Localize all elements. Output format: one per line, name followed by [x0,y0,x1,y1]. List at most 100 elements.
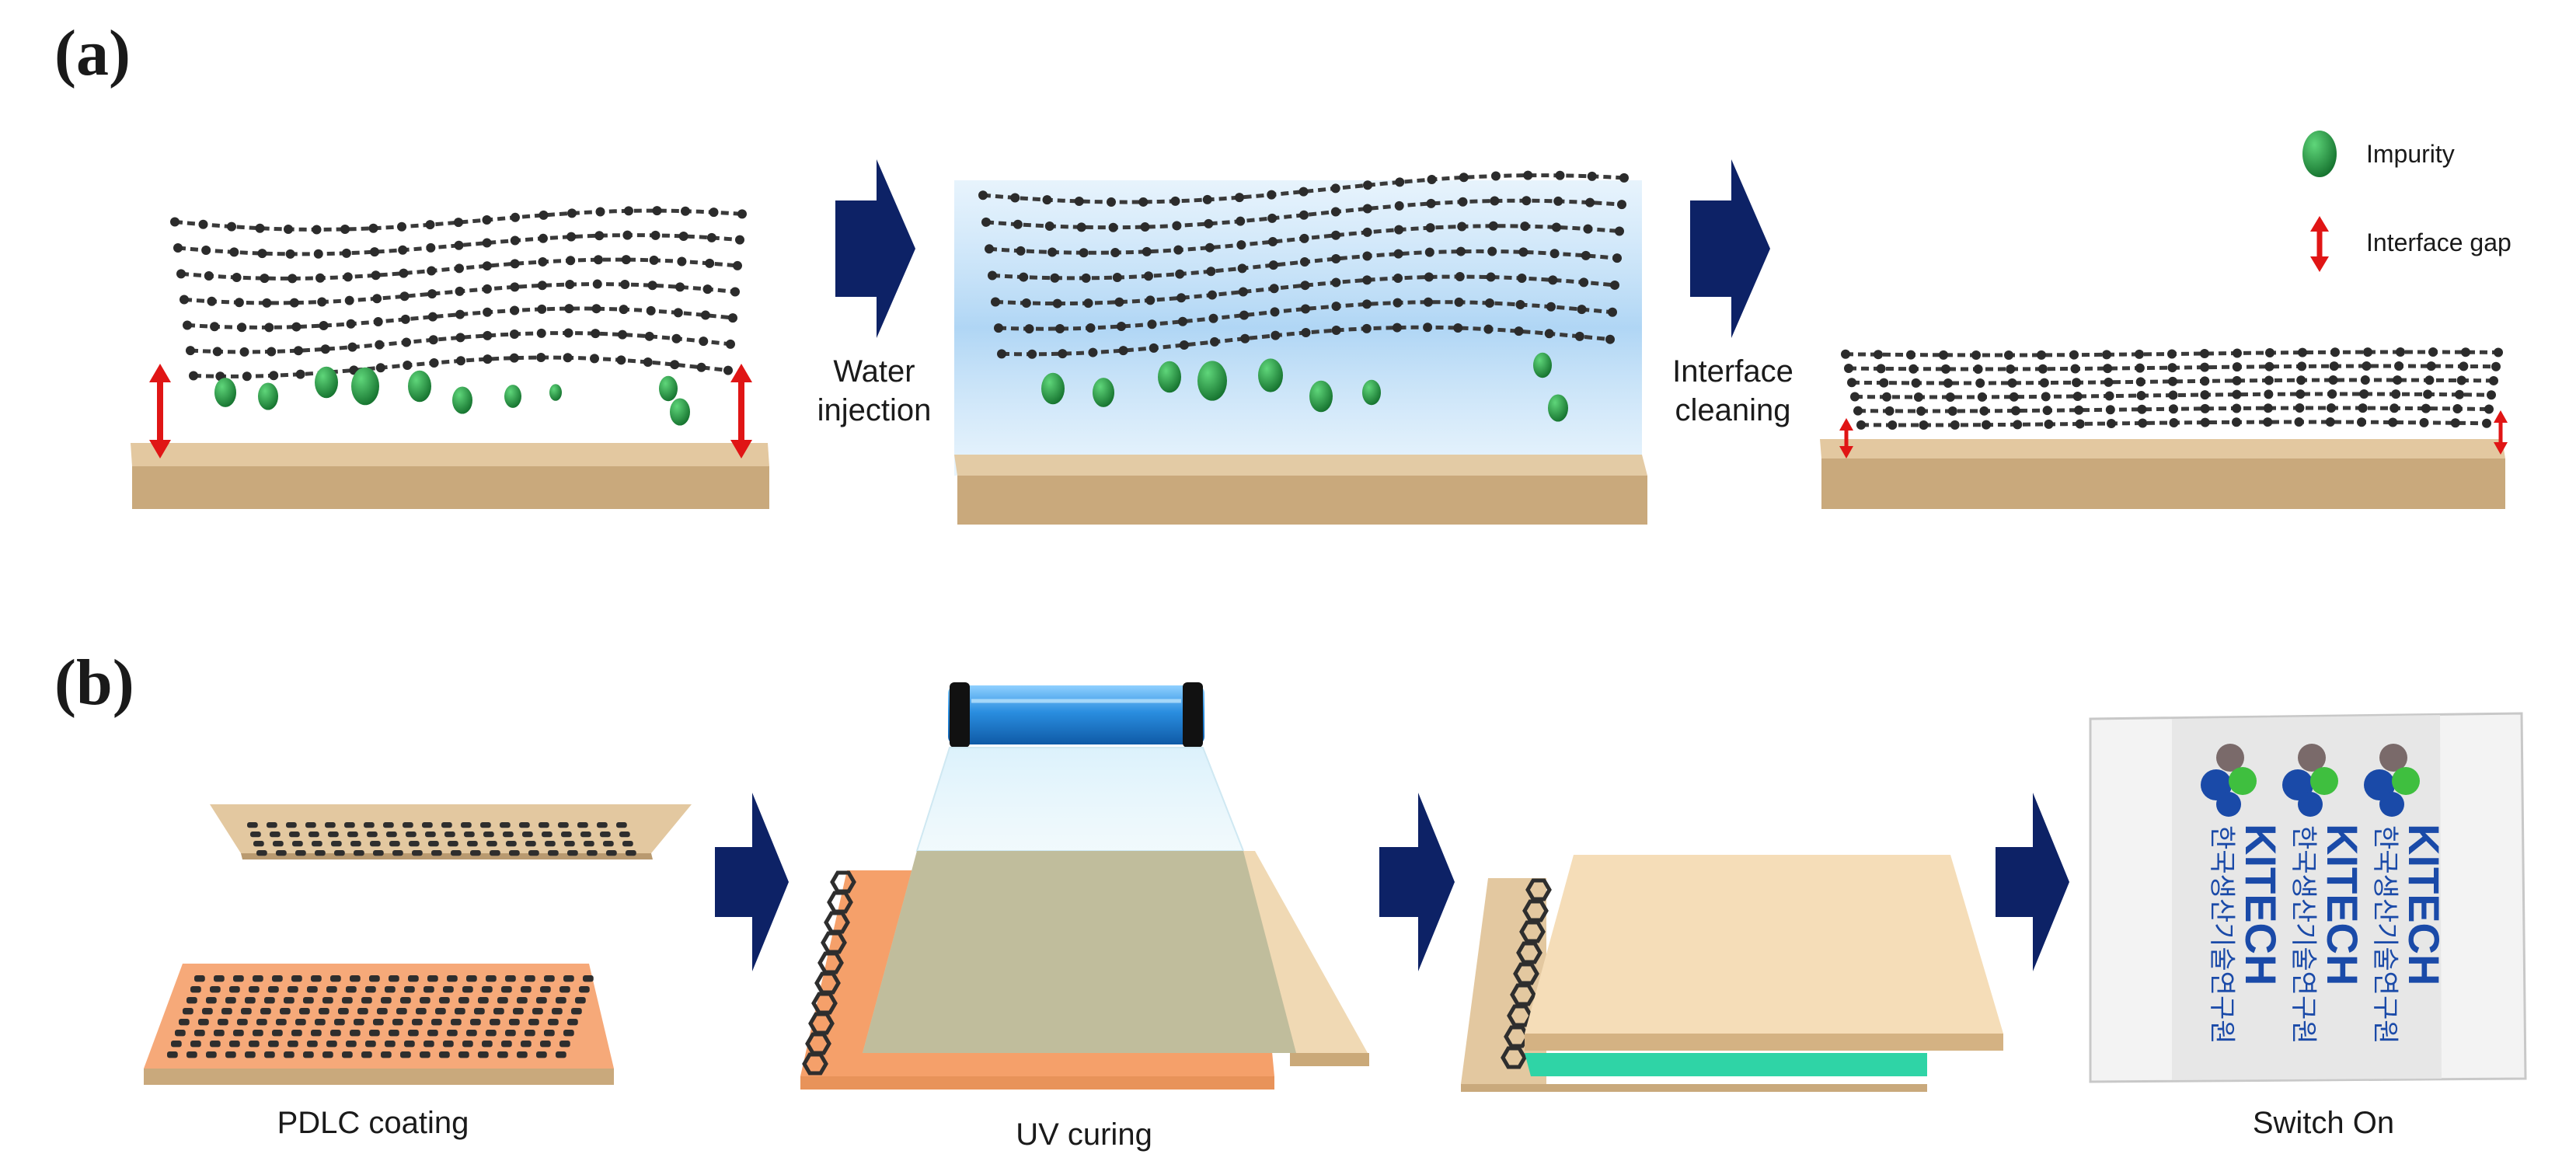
nanostructure [350,975,361,982]
carbon-atom [2487,390,2496,400]
carbon-atom [652,206,662,216]
carbon-atom [427,289,437,299]
nanostructure [597,822,608,828]
top-film-edge [1290,1053,1369,1066]
nanostructure [431,1019,442,1026]
carbon-atom [1076,222,1086,232]
interface-gap-arrow-right [2494,410,2508,455]
nanostructure [545,841,556,847]
carbon-atom [1299,210,1309,220]
carbon-atom [1236,216,1246,226]
nanostructure [600,832,611,838]
carbon-atom [483,307,493,317]
carbon-atom [539,210,549,220]
nanostructure [190,1041,201,1048]
nanostructure [470,1019,481,1026]
carbon-atom [1424,272,1434,282]
nanostructure [539,822,549,828]
nanostructure [470,850,481,856]
nanostructure [513,1008,524,1015]
carbon-atom [1300,256,1309,267]
carbon-atom [2263,403,2273,413]
nanostructure [280,1008,291,1015]
nanostructure [458,997,469,1004]
nanostructure [270,832,281,838]
carbon-atom [269,371,279,381]
step-label-switch-on: Switch On [2252,1106,2395,1140]
logo-dot-top [2379,744,2407,772]
carbon-atom [1546,302,1556,312]
carbon-atom [621,255,631,265]
carbon-atom [1579,277,1589,288]
carbon-atom [344,295,354,305]
nanostructure [308,832,319,838]
carbon-atom [1204,242,1215,253]
carbon-atom [1982,420,1991,430]
substrate-edge [1461,1084,1927,1092]
carbon-atom [1019,272,1029,282]
carbon-atom [510,235,520,246]
carbon-atom [212,347,222,357]
nanostructure [291,1030,302,1037]
nanostructure [443,1041,454,1048]
carbon-atom [1491,171,1501,181]
substrate-top [954,455,1647,476]
nanostructure [229,1041,240,1048]
nanostructure [482,1041,493,1048]
carbon-atom [456,356,465,366]
carbon-atom [483,330,493,340]
carbon-atom [2168,376,2177,386]
carbon-atom [1483,324,1494,334]
carbon-atom [1179,340,1189,350]
carbon-atom [1544,329,1554,339]
nanostructure [295,1019,306,1026]
panel-a-label: (a) [54,17,131,89]
carbon-atom [1426,198,1436,208]
carbon-atom [229,247,239,257]
carbon-atom [1269,284,1279,294]
carbon-atom [1331,254,1341,264]
carbon-atom [1210,336,1220,347]
carbon-atom [237,323,247,333]
carbon-atom [1395,177,1405,187]
carbon-atom [650,230,661,240]
carbon-atom [319,321,329,331]
nanostructure [462,1041,473,1048]
nanostructure [517,997,528,1004]
carbon-atom [1551,222,1561,232]
carbon-atom [403,361,413,371]
carbon-atom [1610,280,1619,290]
carbon-atom [176,269,186,279]
carbon-atom [1330,183,1340,194]
carbon-atom [1515,299,1525,309]
logo-dot-right [2310,767,2338,795]
nanostructure [288,986,298,993]
carbon-atom [455,286,465,296]
logo-dot-right [2392,767,2420,795]
nanostructure [311,1030,322,1037]
carbon-atom [702,284,713,295]
nanostructure [466,975,477,982]
carbon-atom [696,362,706,372]
carbon-atom [2489,375,2498,385]
nanostructure-edge [1501,878,1552,1069]
bottom-film-edge [144,1069,614,1085]
nanostructure [408,1030,419,1037]
nanostructure [521,1041,532,1048]
carbon-atom [1453,323,1463,333]
impurity [1197,361,1227,401]
carbon-atom [1206,267,1216,277]
nanostructure [357,1008,368,1015]
process-arrow-1 [835,159,915,338]
nanostructure [396,1008,407,1015]
carbon-atom [1016,246,1026,256]
carbon-atom [1587,171,1597,181]
logo-name: KITECH [2236,824,2285,985]
carbon-atom [2104,391,2114,401]
nanostructure [346,986,357,993]
hexagon-ring [1510,983,1536,1006]
nanostructure [584,841,594,847]
carbon-atom [1517,274,1527,284]
carbon-atom [2459,361,2469,371]
